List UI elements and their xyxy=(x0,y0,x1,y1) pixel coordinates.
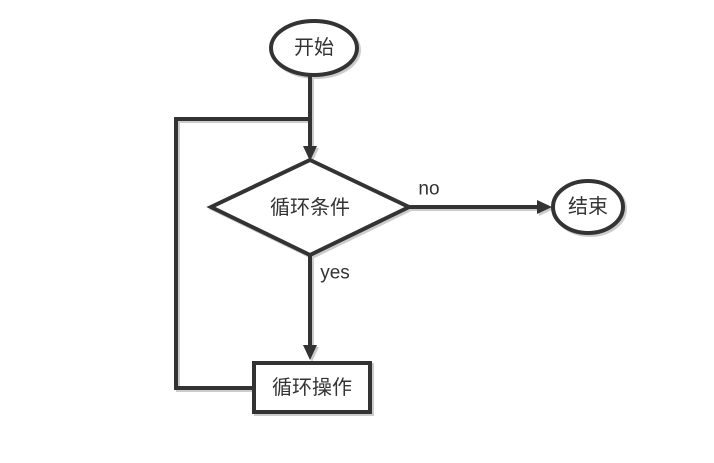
node-loop-condition-shape xyxy=(206,157,414,258)
node-layer xyxy=(206,19,625,414)
edge-yes-label: yes xyxy=(320,262,350,284)
node-end-label: 结束 xyxy=(568,196,608,218)
edge-start-to-condition-arrowhead xyxy=(303,146,317,161)
edge-no-label: no xyxy=(418,178,440,200)
node-end-shape xyxy=(551,179,625,235)
edge-loopback-line xyxy=(174,117,310,390)
node-loop-operation-label: 循环操作 xyxy=(272,377,352,399)
node-loop-condition-label: 循环条件 xyxy=(270,197,350,219)
node-start-label: 开始 xyxy=(294,37,334,59)
edge-condition-to-end-arrowhead xyxy=(537,200,552,214)
node-loop-operation-shape xyxy=(252,361,372,414)
node-start-shape xyxy=(269,19,359,77)
edge-condition-to-operation-arrowhead xyxy=(303,345,317,360)
